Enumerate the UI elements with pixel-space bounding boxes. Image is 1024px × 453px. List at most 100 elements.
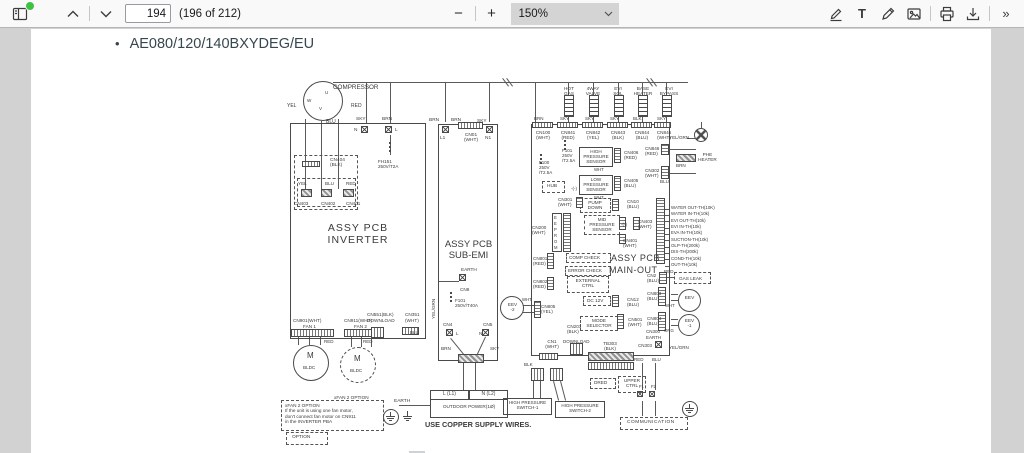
previous-page-button[interactable] [61,3,85,25]
diagram-label: F101 250V /T2.5A [562,148,576,164]
terminal-block [458,354,484,363]
diagram-label: MAIN-OUT [609,265,658,275]
eeprom: E E P R O M [554,215,558,251]
wire [540,381,541,398]
diagram-label: CN5 [483,322,493,327]
diagram-label: CN802 (RED) [533,279,548,290]
diagram-label: ERROR CHECK [568,268,602,273]
diagram-label: SKY [585,116,595,121]
page-artifact [409,451,425,453]
yelgrn-vertical: YEL/GRN [431,298,436,319]
diagram-label: RED [351,103,362,109]
wire [665,228,670,229]
zoom-value-label: 150% [518,7,548,20]
diagram-label: HUB [547,184,558,189]
power-cell-n [469,390,508,400]
zoom-in-button[interactable]: + [487,5,496,22]
screw-terminal [385,126,392,133]
diagram-label: CN200 (WHT) [532,225,547,236]
draw-tool-button[interactable] [876,3,900,25]
diagram-label: CN846 (RED) [645,146,660,157]
wire [665,215,670,216]
wire [655,401,656,416]
zoom-out-button[interactable]: − [454,5,463,22]
inverter-pcb-box [290,123,426,339]
diagram-label: CN01 (WHT) [463,133,479,144]
wire [533,381,534,398]
diagram-label: CN12 (BLU) [627,297,639,308]
option-note: xFAN 2 OPTION If the unit is using one f… [285,403,356,424]
error-check-box [565,266,611,276]
compressor-terminal-dashed-box [297,178,356,207]
wire [665,209,670,210]
connector-pins [532,122,553,128]
diagram-label: CN843 (BLK) [610,130,626,141]
diagram-label: CN501 (WHT) [628,317,643,328]
diagram-label: CN401 (WHT) [623,238,638,249]
diagram-label: 4WAY VALVE [585,86,601,97]
print-button[interactable] [935,3,959,25]
divider [930,6,932,21]
diagram-label: SKY [356,117,366,122]
diagram-label: BRN [451,118,462,123]
connector-pins [531,368,544,381]
fuse-icon [450,292,455,302]
diagram-label: EVI IN-TH(10k) [671,224,702,229]
wire [665,259,670,260]
diagram-label: RED [634,357,644,362]
wire [523,305,534,306]
hp-switch1-box [503,398,552,415]
high-pressure-sensor-box [579,147,613,167]
image-tool-button[interactable] [902,3,926,25]
sidebar-icon [12,7,27,20]
wire [671,294,678,295]
fuse-icon [564,140,569,150]
wire [475,363,476,390]
solenoid-coil [589,95,599,117]
screw-terminal [446,329,453,336]
connector-pins [614,176,621,191]
copper-note: USE COPPER SUPPLY WIRES. [425,420,532,429]
more-tools-button[interactable]: » [1002,6,1010,21]
diagram-label: CN403 (WHT) [638,219,653,230]
wire [665,234,670,235]
dc12v-box [583,296,611,306]
diagram-label: F2 [651,384,656,389]
next-page-button[interactable] [94,3,118,25]
diagram-label: OUTDOOR POWER(1Ø) [442,404,496,409]
diagram-label: EVI BYPASS [659,86,679,97]
wire [671,319,678,320]
diagram-label: DRED [594,380,608,385]
connector-pins [550,368,563,381]
sidebar-toggle-button[interactable] [8,0,35,25]
connector-pins [614,148,621,163]
diagram-label: WHT [665,303,675,308]
diagram-label: YEL [298,181,307,186]
download-icon [966,7,980,20]
diagram-label: (WHT) [405,318,419,323]
connector-pins [458,122,483,129]
pen-icon [882,7,895,20]
fuse-icon [540,154,545,164]
diagram-label: xFAN 2 OPTION [334,395,369,400]
diagram-label: CN401 [346,201,361,206]
earth-screw [694,128,708,142]
diagram-label: CN2 (BLU) [647,273,659,284]
wire [553,381,559,401]
diagram-label: M [307,351,314,360]
connector-pins [291,329,334,337]
page-number-input[interactable] [125,4,171,23]
diagram-label: EEV [684,296,695,301]
text-tool-button[interactable]: T [858,6,866,21]
wire [667,277,674,278]
download-button[interactable] [961,3,985,25]
connector-pins [563,213,571,252]
connector-pins [570,343,583,355]
diagram-label: SUCTION-TH(10k) [671,237,709,242]
zoom-select[interactable]: 150% [510,2,619,25]
diagram-label: N (L2) [481,391,496,397]
diagram-label: W [307,98,312,103]
highlight-tool-button[interactable] [824,3,848,25]
connector-pins [612,199,619,211]
diagram-label: PUMP DOWN [587,200,603,211]
